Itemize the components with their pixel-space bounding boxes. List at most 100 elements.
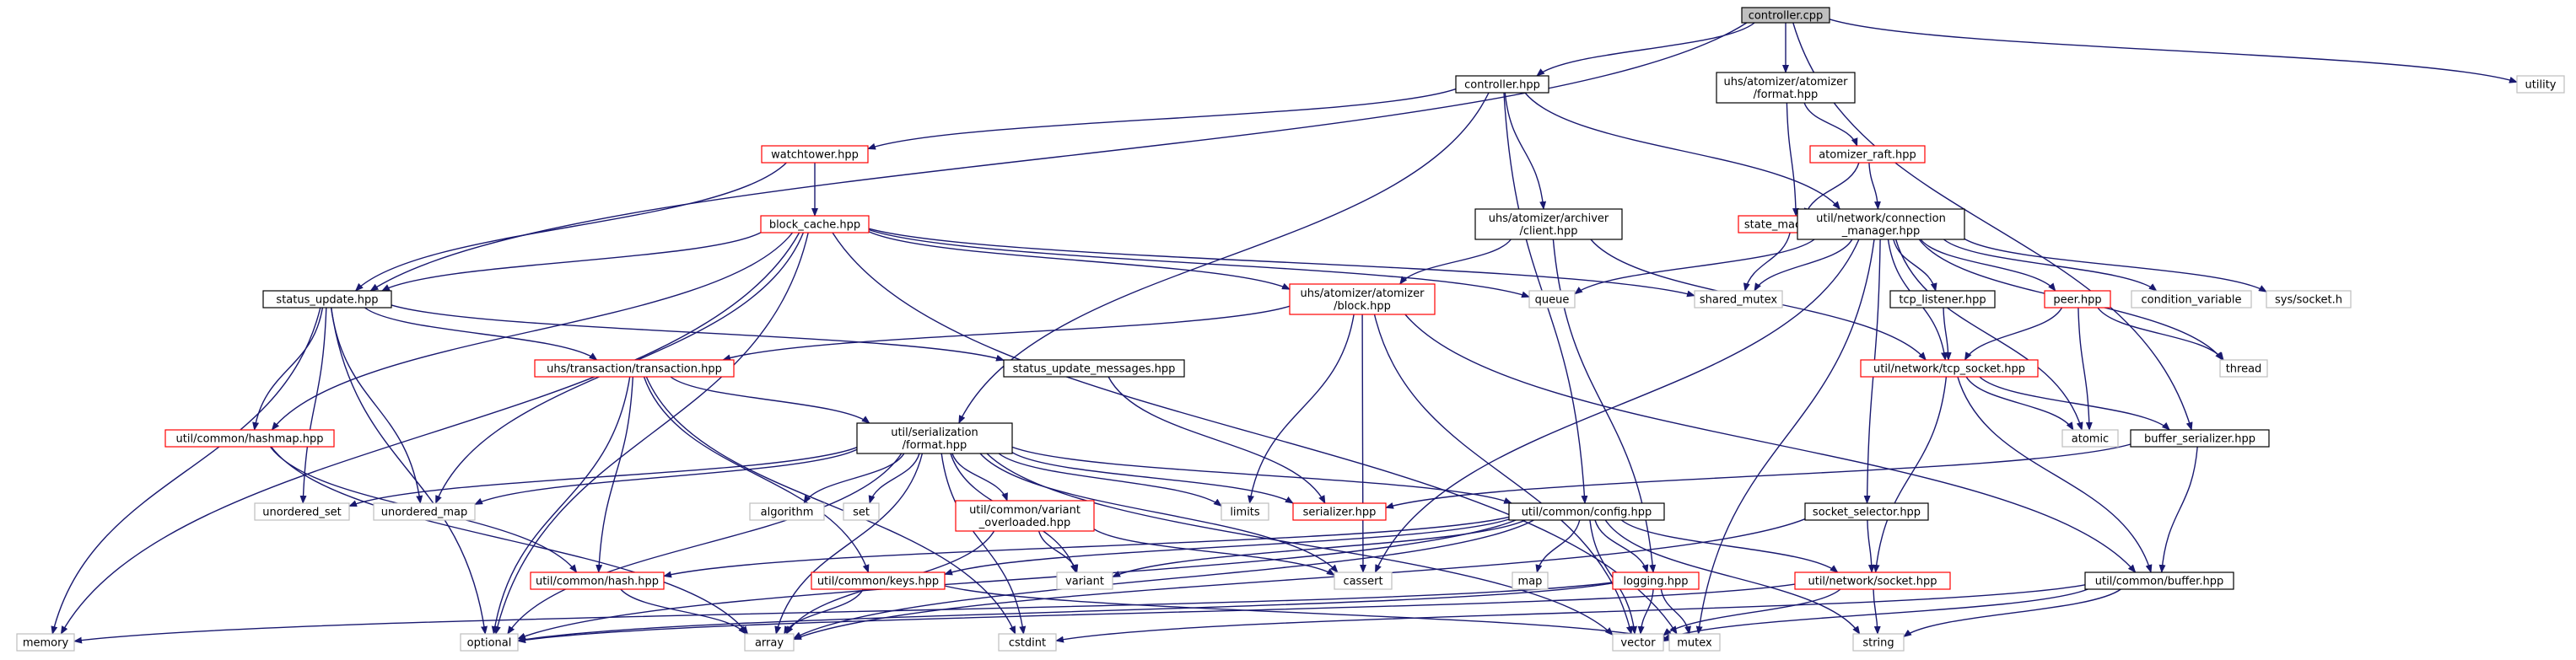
edge-watchtower-to-status_update (354, 162, 787, 292)
node-box-keys (811, 571, 946, 590)
node-unordered_set: unordered_set (254, 502, 350, 521)
node-mutex: mutex (1668, 633, 1721, 652)
edge-serialization_format-to-set (868, 453, 920, 504)
edge-connection_manager-to-sys_socket (1964, 238, 2267, 292)
node-controller_hpp[interactable]: controller.hpp (1455, 75, 1549, 94)
node-label-buffer: util/common/buffer.hpp (2095, 576, 2223, 588)
node-shared_mutex: shared_mutex (1694, 290, 1783, 309)
node-buffer[interactable]: util/common/buffer.hpp (2084, 571, 2234, 590)
node-sys_socket: sys/socket.h (2266, 290, 2352, 309)
node-peer[interactable]: peer.hpp (2044, 290, 2111, 309)
node-watchtower[interactable]: watchtower.hpp (761, 145, 869, 164)
edge-keys-to-array (784, 588, 864, 635)
node-cstdint: cstdint (998, 633, 1057, 652)
node-limits: limits (1221, 502, 1269, 521)
edge-block_cache-to-atomizer_block (868, 231, 1291, 290)
edge-atomizer_block-to-buffer (1404, 314, 2137, 573)
edge-variant_overloaded-to-variant (1037, 530, 1079, 573)
edge-tcp_socket-to-network_socket (1873, 376, 1948, 573)
node-label-socket_selector: socket_selector.hpp (1813, 507, 1921, 519)
node-atomizer_format[interactable]: uhs/atomizer/atomizer/format.hpp (1716, 72, 1856, 104)
node-config[interactable]: util/common/config.hpp (1508, 502, 1665, 521)
node-archiver_client[interactable]: uhs/atomizer/archiver/client.hpp (1474, 208, 1623, 240)
edge-transaction-to-hash (595, 376, 633, 573)
node-serializer[interactable]: serializer.hpp (1292, 502, 1387, 521)
node-logging[interactable]: logging.hpp (1612, 571, 1700, 590)
node-box-unordered_map (373, 502, 476, 521)
node-box-network_socket (1794, 571, 1951, 590)
node-keys[interactable]: util/common/keys.hpp (811, 571, 946, 590)
node-status_update[interactable]: status_update.hpp (262, 290, 392, 309)
edge-serialization_format-to-algorithm (803, 453, 905, 504)
node-label-hashmap: util/common/hashmap.hpp (176, 433, 324, 446)
node-label-connection_manager: util/network/connection (1816, 212, 1946, 225)
node-status_update_messages[interactable]: status_update_messages.hpp (1003, 359, 1185, 378)
node-block_cache[interactable]: block_cache.hpp (760, 215, 870, 233)
node-label-buffer_serializer: buffer_serializer.hpp (2144, 433, 2255, 446)
node-box-variant (1056, 571, 1113, 590)
node-label-unordered_map: unordered_map (381, 507, 468, 519)
edge-tcp_socket-to-buffer (1957, 376, 2153, 573)
node-box-watchtower (761, 145, 869, 164)
node-variant_overloaded[interactable]: util/common/variant_overloaded.hpp (955, 500, 1095, 532)
edge-status_update-to-memory (51, 307, 321, 635)
node-hashmap[interactable]: util/common/hashmap.hpp (164, 429, 335, 448)
node-label-block_cache: block_cache.hpp (769, 219, 860, 232)
edge-tcp_listener-to-tcp_socket (1943, 307, 1952, 361)
node-hash[interactable]: util/common/hash.hpp (530, 571, 665, 590)
dependency-edges (51, 19, 2518, 644)
node-controller_cpp[interactable]: controller.cpp (1741, 7, 1830, 24)
node-label-variant: variant (1065, 576, 1104, 588)
edge-block_cache-to-status_update (381, 232, 762, 292)
edge-status_update-to-hashmap (252, 307, 324, 431)
node-tcp_socket[interactable]: util/network/tcp_socket.hpp (1860, 359, 2039, 378)
edge-transaction-to-serialization_format (670, 376, 870, 424)
edge-serialization_format-to-config (1011, 446, 1513, 504)
edge-config-to-map (1535, 519, 1581, 573)
node-box-atomic (2061, 429, 2119, 448)
edge-peer-to-atomic (2078, 307, 2093, 431)
node-atomizer_block[interactable]: uhs/atomizer/atomizer/block.hpp (1289, 283, 1436, 315)
node-label-controller_cpp: controller.cpp (1749, 10, 1824, 23)
node-box-tcp_socket (1860, 359, 2039, 378)
node-box-vector (1612, 633, 1664, 652)
node-socket_selector[interactable]: socket_selector.hpp (1804, 502, 1929, 521)
node-label-config: util/common/config.hpp (1522, 507, 1652, 519)
node-string: string (1852, 633, 1905, 652)
node-buffer_serializer[interactable]: buffer_serializer.hpp (2130, 429, 2270, 448)
node-thread: thread (2219, 359, 2268, 378)
node-box-controller_hpp (1455, 75, 1549, 94)
node-serialization_format[interactable]: util/serialization/format.hpp (856, 422, 1013, 454)
node-box-mutex (1668, 633, 1721, 652)
edge-buffer_serializer-to-buffer (2158, 446, 2198, 573)
edge-config-to-optional (517, 519, 1517, 640)
node-tcp_listener[interactable]: tcp_listener.hpp (1889, 290, 1996, 309)
edge-config-to-network_socket (1620, 519, 1839, 573)
node-label-serialization_format: /format.hpp (903, 439, 967, 452)
edge-atomizer_raft-to-connection_manager (1868, 162, 1881, 210)
edge-controller_hpp-to-archiver_client (1504, 92, 1547, 210)
node-box-optional (460, 633, 519, 652)
node-network_socket[interactable]: util/network/socket.hpp (1794, 571, 1951, 590)
edge-atomizer_block-to-vector (1373, 314, 1633, 635)
node-box-connection_manager (1797, 208, 1965, 240)
edge-serialization_format-to-serializer (1011, 452, 1294, 504)
node-label-string: string (1862, 637, 1894, 650)
node-transaction[interactable]: uhs/transaction/transaction.hpp (534, 359, 735, 378)
edge-serialization_format-to-variant_overloaded (951, 453, 1008, 502)
edge-connection_manager-to-queue (1574, 239, 1815, 295)
node-box-buffer (2084, 571, 2234, 590)
node-cassert: cassert (1334, 571, 1393, 590)
edge-network_socket-to-optional (517, 583, 1796, 644)
edge-atomizer_block-to-transaction (722, 305, 1291, 362)
edge-socket_selector-to-array (793, 518, 1806, 641)
node-box-tcp_listener (1889, 290, 1996, 309)
node-condition_variable: condition_variable (2131, 290, 2252, 309)
node-label-status_update: status_update.hpp (276, 294, 378, 307)
node-label-atomizer_format: uhs/atomizer/atomizer (1724, 76, 1849, 89)
node-label-queue: queue (1535, 294, 1570, 307)
node-atomizer_raft[interactable]: atomizer_raft.hpp (1809, 145, 1926, 164)
node-box-peer (2044, 290, 2111, 309)
node-connection_manager[interactable]: util/network/connection_manager.hpp (1797, 208, 1965, 240)
node-label-atomizer_format: /format.hpp (1754, 89, 1819, 101)
